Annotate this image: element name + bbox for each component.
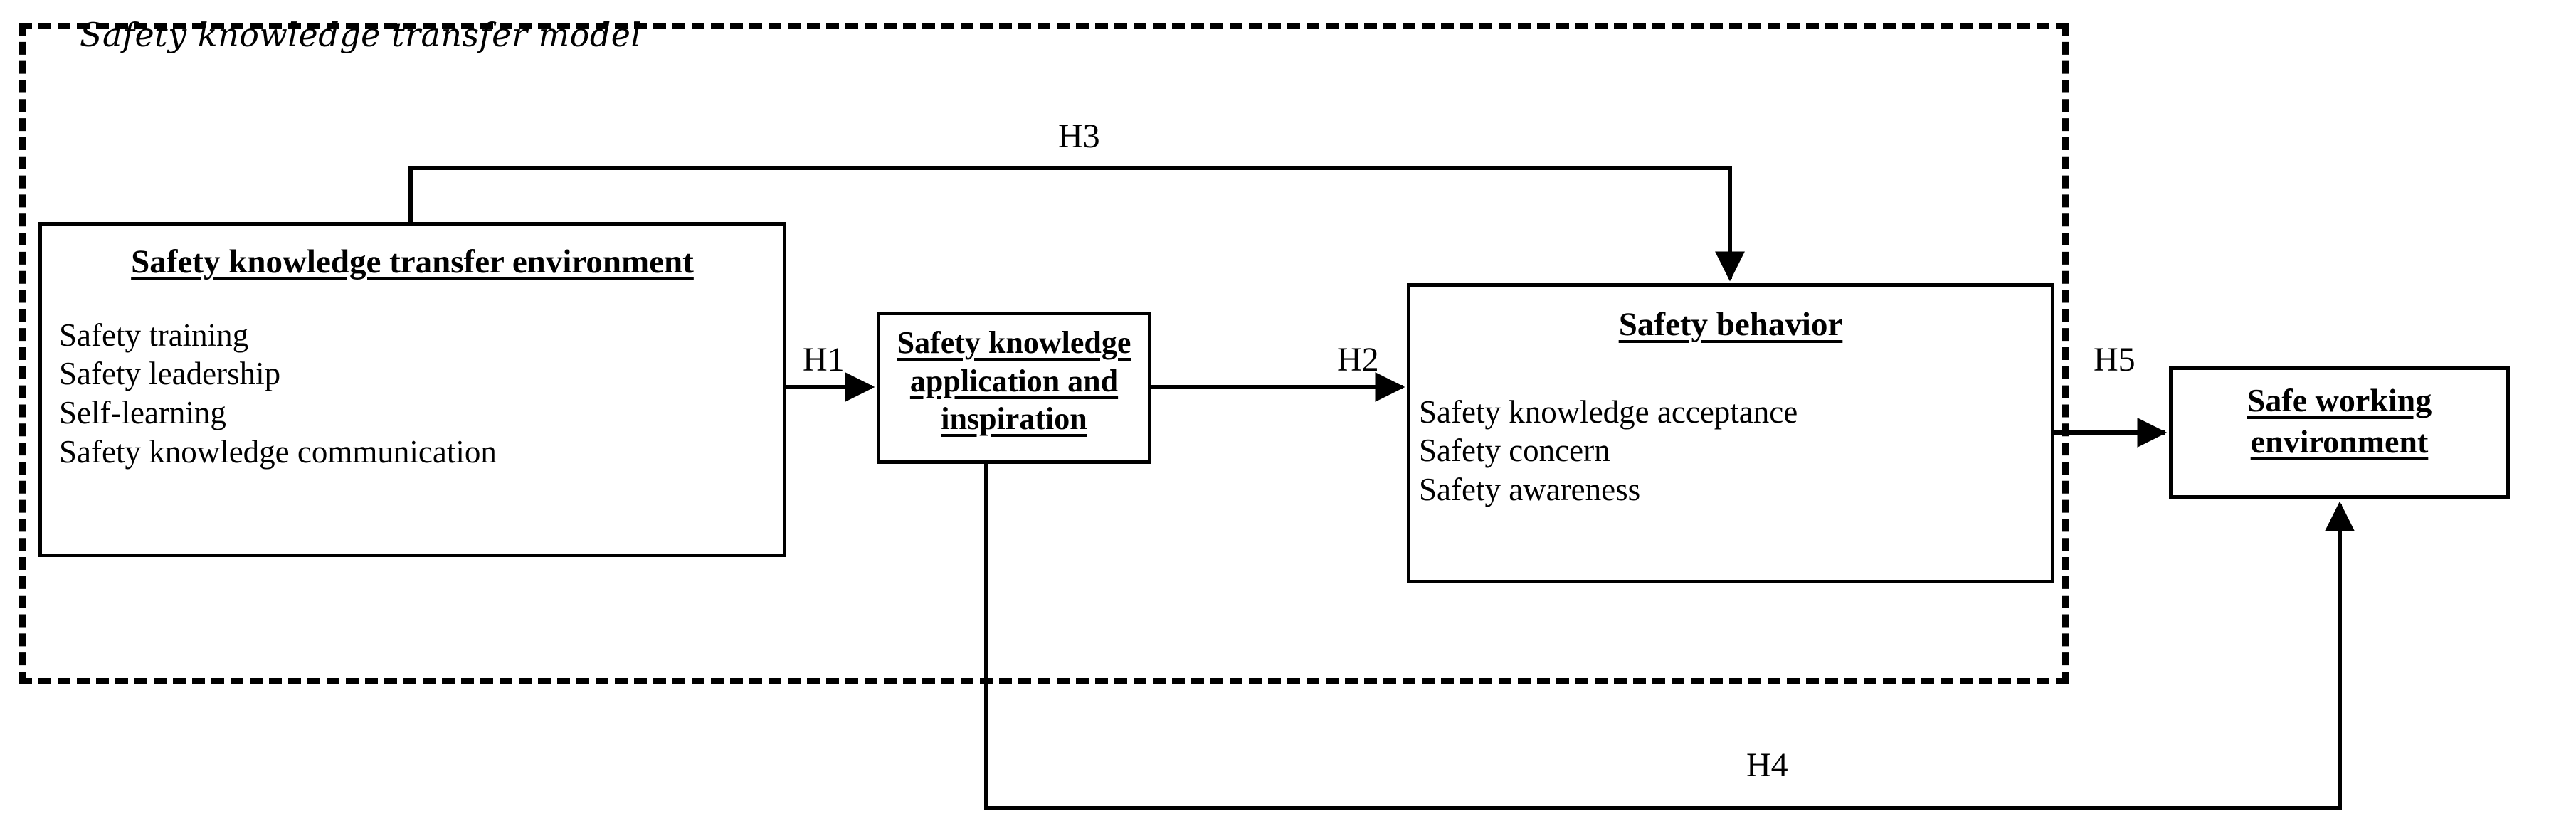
edge-label-h1: H1 [803,341,845,379]
edge-label-h4: H4 [1746,746,1788,784]
node-safe-working-environment[interactable]: Safe working environment [2169,366,2510,499]
list-item: Safety awareness [1419,472,1641,508]
list-item: Safety training [59,317,249,353]
model-caption: Safety knowledge transfer model [80,16,642,54]
node-safety-behavior[interactable]: Safety behavior Safety knowledge accepta… [1407,283,2054,583]
node-safety-knowledge-application-and-inspiration[interactable]: Safety knowledge application and inspira… [877,312,1151,464]
node-behavior-title: Safety behavior [1618,306,1843,343]
list-item: Safety knowledge communication [59,434,497,470]
node-behavior-items: Safety knowledge acceptance Safety conce… [1410,393,2051,510]
node-safe-working-title: Safe working environment [2247,382,2432,460]
list-item: Safety concern [1419,433,1610,469]
list-item: Safety leadership [59,356,281,392]
edge-label-h5: H5 [2094,341,2136,379]
node-safety-knowledge-transfer-environment[interactable]: Safety knowledge transfer environment Sa… [38,222,786,557]
list-item: Safety knowledge acceptance [1419,393,1798,430]
list-item: Self-learning [59,395,226,431]
node-application-title: Safety knowledge application and inspira… [897,325,1131,437]
edge-label-h2: H2 [1337,341,1379,379]
node-environment-title: Safety knowledge transfer environment [131,243,694,280]
edge-label-h3: H3 [1058,117,1100,155]
node-environment-items: Safety training Safety leadership Self-l… [42,316,783,472]
